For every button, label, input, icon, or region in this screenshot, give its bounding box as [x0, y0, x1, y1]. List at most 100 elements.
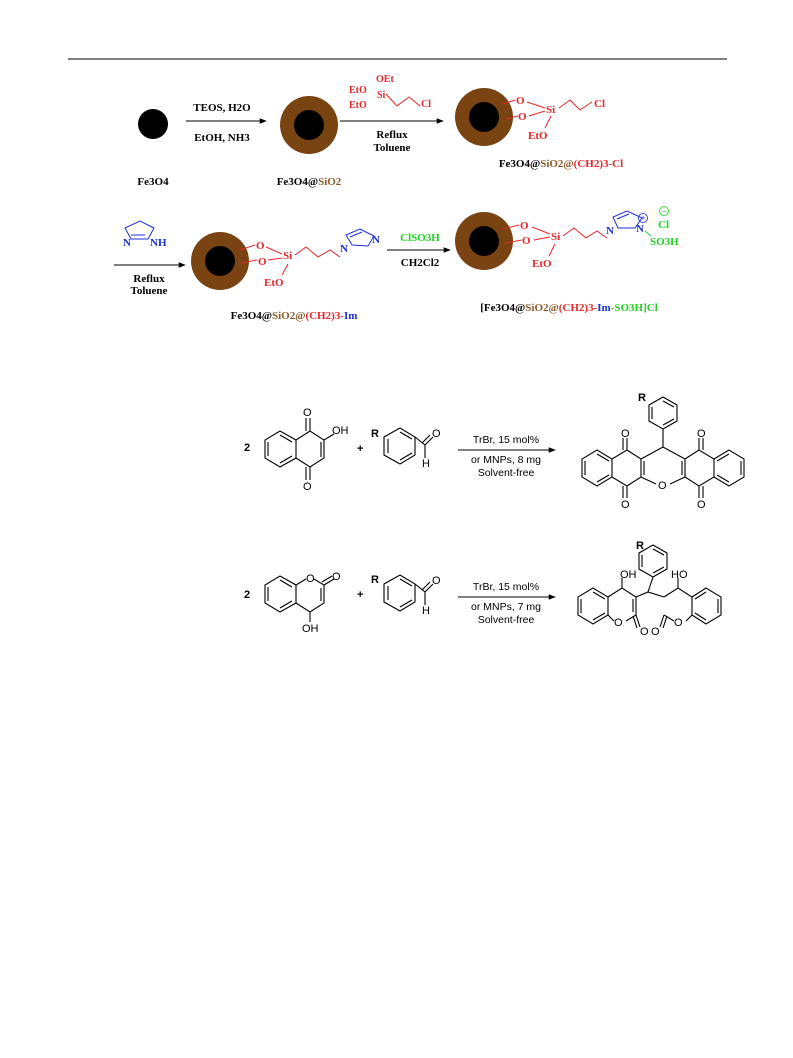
product2-o-carbonyl-right: O [651, 626, 660, 638]
reaction2-condition-2: or MNPs, 7 mg [471, 601, 541, 613]
product2-oh-right: HO [671, 569, 688, 581]
imidazolyl-n1: N [340, 243, 348, 255]
silane-oet: OEt [376, 74, 394, 85]
anchor-bonds [502, 224, 556, 257]
magnetic-core [469, 226, 499, 256]
silane-si: Si [377, 90, 386, 101]
reaction2-condition-3: Solvent-free [478, 614, 535, 626]
imidazole-n: N [123, 237, 131, 249]
biscoumarin [577, 544, 722, 629]
negative-charge-circle [659, 206, 669, 216]
benzaldehyde [383, 427, 434, 465]
anchor-o-1: O [516, 95, 525, 107]
naphthoquinone-o-bottom: O [303, 481, 312, 493]
n-s-bond [644, 230, 652, 237]
step3: N NH Reflux Toluene O O Si EtO N N Fe3O4… [114, 220, 380, 322]
reaction1-condition-3: Solvent-free [478, 467, 535, 479]
step4-reagent-top: ClSO3H [400, 232, 440, 244]
product1-o-bottom-right: O [697, 499, 706, 511]
aldehyde-r: R [371, 574, 379, 586]
stoichiometry-2: 2 [244, 442, 250, 454]
step1-reagent-top: TEOS, H2O [193, 102, 251, 114]
imidazolium-double-bond [616, 213, 630, 220]
stoichiometry-2: 2 [244, 589, 250, 601]
product2-o-carbonyl-left: O [640, 626, 649, 638]
product2-o-ring-right: O [674, 617, 683, 629]
step3-conditions-1: Reflux [133, 273, 165, 285]
step4: ClSO3H CH2Cl2 O O Si EtO N N + − Cl SO3H… [387, 206, 679, 314]
coumarin-ring-o: O [306, 573, 315, 585]
aldehyde-o: O [432, 575, 441, 587]
reaction-2: 2 O O OH + R O H TrBr, 15 mol% or MNPs, … [244, 540, 722, 638]
benzaldehyde [383, 574, 434, 612]
plus-sign: + [357, 443, 363, 455]
step2-conditions-2: Toluene [374, 142, 411, 154]
reaction1-condition-2: or MNPs, 8 mg [471, 454, 541, 466]
imidazole-ring [124, 220, 155, 240]
product2-r: R [636, 540, 644, 552]
anchor-o-1: O [256, 240, 265, 252]
chloride-counterion: Cl [658, 219, 669, 231]
anchor-o-2: O [258, 256, 267, 268]
product1-o-bridge: O [658, 480, 667, 492]
step1-reagent-bottom: EtOH, NH3 [194, 132, 250, 144]
hydroxynaphthoquinone [264, 418, 335, 480]
aldehyde-h: H [422, 605, 430, 617]
aldehyde-h: H [422, 458, 430, 470]
propyl-chain [294, 246, 341, 258]
fe3o4-sio2-propylcl-label: Fe3O4@SiO2@(CH2)3-Cl [499, 158, 623, 170]
aldehyde-o: O [432, 428, 441, 440]
anchor-o-2: O [522, 235, 531, 247]
anchor-si: Si [546, 104, 555, 116]
magnetic-core [294, 110, 324, 140]
negative-charge: − [662, 207, 667, 216]
naphthoquinone-o-top: O [303, 407, 312, 419]
imidazole-nh: NH [150, 237, 167, 249]
naphthoquinone-oh: OH [332, 425, 349, 437]
reaction-1: 2 O OH O + R O H TrBr, 15 mol% or MNPs, … [244, 392, 745, 511]
sulfonic-acid: SO3H [650, 236, 679, 248]
imidazolyl-n2: N [372, 234, 380, 246]
anchor-o-1: O [520, 220, 529, 232]
fe3o4-label: Fe3O4 [137, 176, 169, 188]
reaction1-condition-1: TrBr, 15 mol% [473, 434, 539, 446]
propyl-chain [562, 227, 608, 239]
anchor-si: Si [283, 250, 292, 262]
anchor-eto: EtO [264, 277, 284, 289]
step2: OEt EtO Si EtO Cl Reflux Toluene O O Si … [340, 74, 623, 170]
positive-charge: + [641, 214, 646, 223]
imidazolium-ring [612, 210, 643, 229]
step3-conditions-2: Toluene [131, 285, 168, 297]
magnetic-core [469, 102, 499, 132]
product2-oh-left: OH [620, 569, 637, 581]
propyl-chain [558, 99, 593, 111]
silane-eto-2: EtO [349, 100, 367, 111]
step2-conditions-1: Reflux [376, 129, 408, 141]
reaction2-condition-1: TrBr, 15 mol% [473, 581, 539, 593]
imidazolium-n2: N [636, 223, 644, 235]
silane-chain [385, 93, 421, 107]
hydroxycoumarin [264, 575, 335, 622]
product2-o-ring-left: O [614, 617, 623, 629]
fe3o4-sio2-propyl-im-label: Fe3O4@SiO2@(CH2)3-Im [231, 310, 358, 322]
coumarin-carbonyl-o: O [332, 571, 341, 583]
dibenzoxanthene-tetraone [581, 396, 745, 498]
silane-cl: Cl [421, 99, 431, 110]
imidazolyl-ring [345, 228, 375, 247]
product1-o-bottom-left: O [621, 499, 630, 511]
positive-charge-circle [638, 213, 648, 223]
product-cl: Cl [594, 98, 605, 110]
anchor-eto: EtO [532, 258, 552, 270]
step4-reagent-bottom: CH2Cl2 [401, 257, 440, 269]
aldehyde-r: R [371, 428, 379, 440]
product1-o-top-left: O [621, 428, 630, 440]
anchor-o-2: O [518, 111, 527, 123]
plus-sign: + [357, 589, 363, 601]
coumarin-oh: OH [302, 623, 319, 635]
magnetic-core [205, 246, 235, 276]
fe3o4-sio2-label: Fe3O4@SiO2 [277, 176, 342, 188]
product1-o-top-right: O [697, 428, 706, 440]
fe3o4-core-particle [138, 109, 168, 139]
